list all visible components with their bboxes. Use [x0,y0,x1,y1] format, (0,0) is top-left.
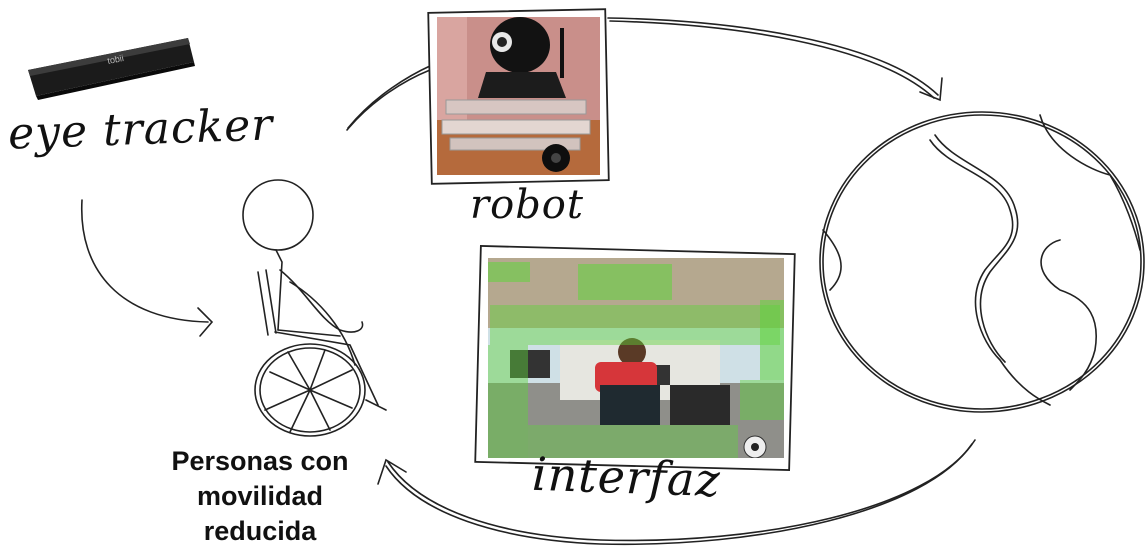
arrow-person-to-robot [346,64,433,131]
interfaz-screenshot [474,245,796,471]
caption-personas: Personas con movilidad reducida [140,444,380,549]
world-globe [819,111,1145,413]
caption-line-3: reducida [203,516,317,546]
person-wheelchair-figure [242,179,387,437]
robot-photo [427,8,610,185]
arrow-world-to-person [377,439,976,546]
label-eye-tracker: eye tracker [7,99,275,160]
caption-line-1: Personas con [171,446,349,476]
label-interfaz: interfaz [531,446,722,508]
arrow-eyetracker-to-person [81,199,214,337]
label-robot: robot [470,182,584,228]
caption-line-2: movilidad [196,481,324,511]
device-logo: tobii [106,53,124,66]
eye-tracker-device: tobii [28,38,195,100]
arrow-robot-to-world [607,17,943,102]
